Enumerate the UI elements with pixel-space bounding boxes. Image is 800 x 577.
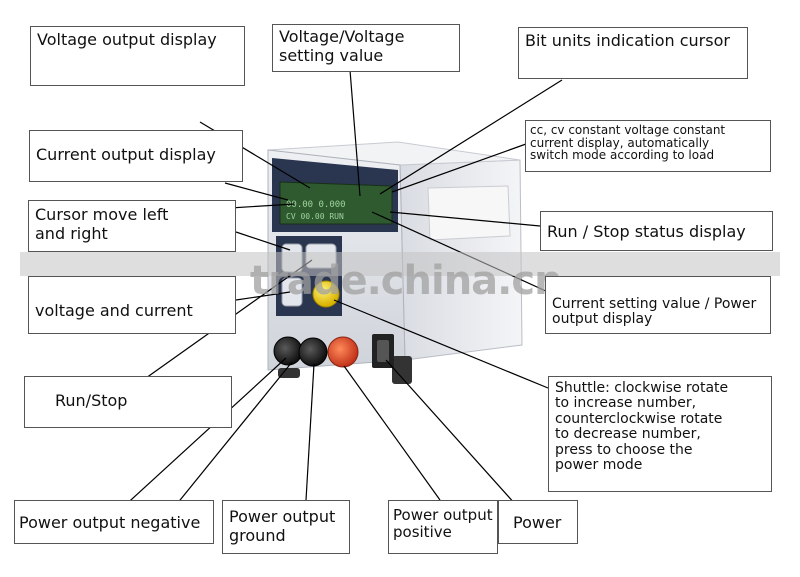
label-current-output-display: Current output display <box>29 130 243 182</box>
svg-text:00.00 0.000: 00.00 0.000 <box>286 200 346 210</box>
label-run-stop-status: Run / Stop status display <box>540 211 773 251</box>
label-shuttle: Shuttle: clockwise rotate to increase nu… <box>548 376 772 492</box>
label-cc-cv-mode: cc, cv constant voltage constant current… <box>525 120 771 172</box>
terminal-ground <box>299 338 327 366</box>
label-run-stop: Run/Stop <box>24 376 232 428</box>
terminal-positive <box>328 337 358 367</box>
label-cursor-move: Cursor move left and right <box>28 200 236 252</box>
label-power-output-negative: Power output negative <box>14 500 214 544</box>
vent-panel <box>428 186 510 240</box>
foot-left <box>278 368 300 378</box>
label-voltage-output-display: Voltage output display <box>30 26 245 86</box>
label-power-output-ground: Power output ground <box>222 500 350 554</box>
label-power: Power <box>498 500 578 544</box>
label-power-output-positive: Power output positive <box>388 500 498 554</box>
svg-text:CV 00.00 RUN: CV 00.00 RUN <box>286 212 344 221</box>
label-bit-units-cursor: Bit units indication cursor <box>518 27 748 79</box>
watermark-text: trade.china.cn <box>250 258 562 304</box>
label-current-setting-value: Current setting value / Power output dis… <box>545 276 771 334</box>
terminal-negative <box>274 337 302 365</box>
label-voltage-and-current: voltage and current <box>28 276 236 334</box>
label-voltage-setting-value: Voltage/Voltage setting value <box>272 24 460 72</box>
